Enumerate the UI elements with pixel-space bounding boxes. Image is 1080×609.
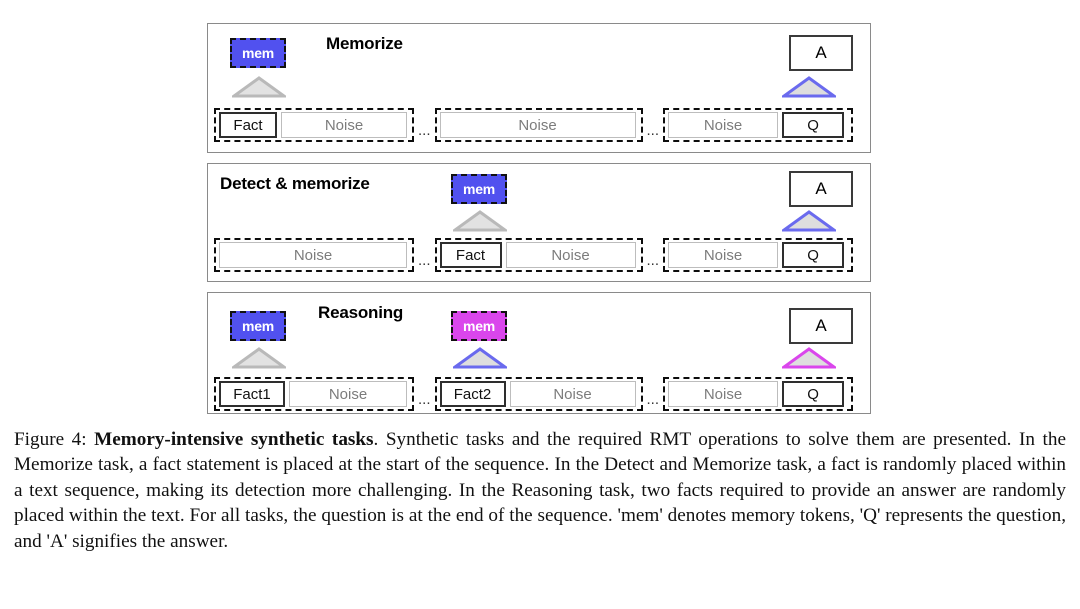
answer-box: A [789,35,853,71]
write-arrow-icon [453,347,507,369]
sequence-ellipsis: ... [418,391,431,408]
sequence-segment: Noise [214,238,414,272]
token-noise: Noise [289,381,407,407]
token-noise: Noise [509,381,636,407]
write-arrow-icon [453,210,507,232]
write-arrow-icon [782,76,836,98]
write-arrow-icon [782,347,836,369]
token-noise: Noise [505,242,636,268]
token-noise: Noise [439,112,636,138]
token-noise: Noise [668,112,779,138]
caption-bold-title: Memory-intensive synthetic tasks [94,429,374,450]
mem-token: mem [451,174,507,204]
sequence-ellipsis: ... [646,122,660,139]
mem-token: mem [230,311,286,341]
panel-title: Reasoning [318,303,404,322]
sequence-ellipsis: ... [646,391,660,408]
sequence-ellipsis: ... [418,122,431,139]
mem-token: mem [451,311,507,341]
token-noise: Noise [219,242,407,268]
caption-figure-label: Figure 4: [14,429,95,450]
write-arrow-icon [232,76,286,98]
caption-body: . Synthetic tasks and the required RMT o… [14,429,1066,552]
token-fact: Fact1 [219,381,285,407]
token-noise: Noise [668,381,779,407]
write-arrow-icon [782,210,836,232]
mem-token: mem [230,38,286,68]
token-noise: Noise [668,242,779,268]
figure-caption: Figure 4: Memory-intensive synthetic tas… [14,427,1066,554]
token-q: Q [782,242,845,268]
token-q: Q [782,112,845,138]
token-q: Q [782,381,845,407]
token-fact: Fact [219,112,277,138]
sequence-segment: Noise [434,108,643,142]
token-fact: Fact2 [439,381,506,407]
sequence-ellipsis: ... [646,252,660,269]
panel-title: Detect & memorize [220,174,370,193]
panel-title: Memorize [326,34,403,53]
sequence-ellipsis: ... [418,252,431,269]
answer-box: A [789,308,853,344]
answer-box: A [789,171,853,207]
token-fact: Fact [439,242,502,268]
token-noise: Noise [281,112,407,138]
write-arrow-icon [232,347,286,369]
